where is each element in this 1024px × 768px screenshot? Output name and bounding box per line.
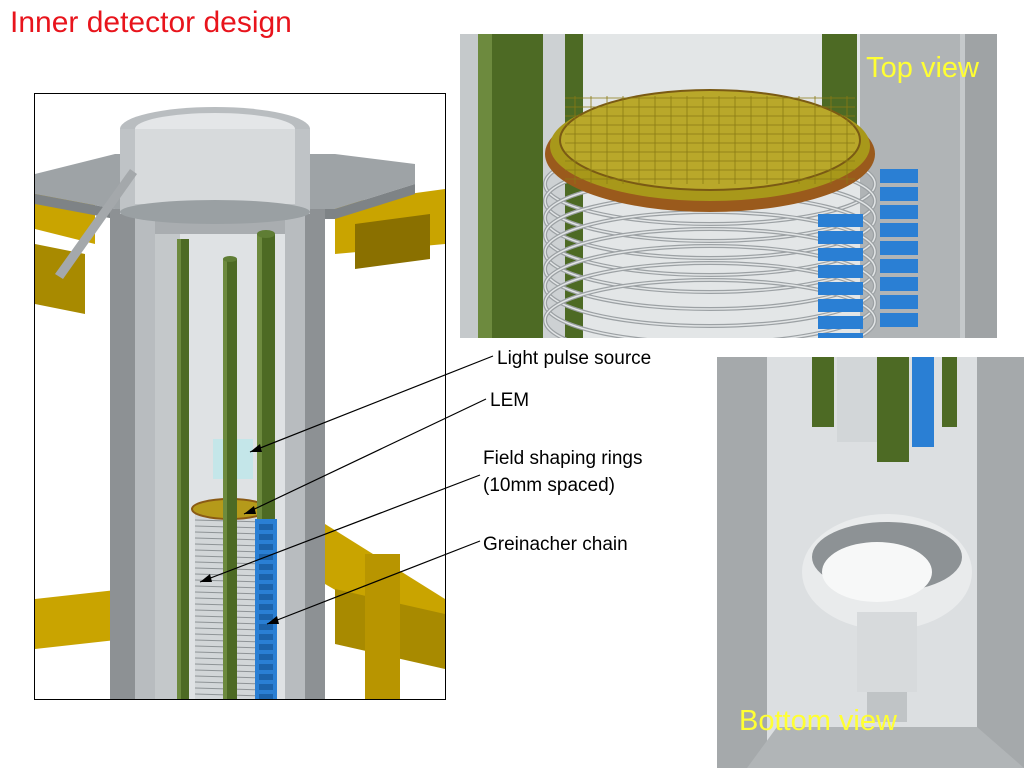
top-view-label: Top view xyxy=(866,52,979,84)
detector-cutaway-drawing xyxy=(35,107,445,699)
callout-field-shaping-rings: Field shaping rings (10mm spaced) xyxy=(483,445,642,499)
bottom-view-panel: Bottom view xyxy=(717,357,1024,768)
top-view-drawing xyxy=(460,34,997,338)
bottom-view-drawing xyxy=(717,357,1024,768)
callout-lem: LEM xyxy=(490,390,530,411)
top-view-panel: Top view xyxy=(460,34,997,338)
bottom-view-label: Bottom view xyxy=(739,705,897,737)
callout-greinacher-chain: Greinacher chain xyxy=(483,534,628,555)
callout-light-pulse-source: Light pulse source xyxy=(497,348,652,369)
page-title: Inner detector design xyxy=(10,6,292,39)
callout-field-shaping-line1: Field shaping rings xyxy=(483,448,643,469)
detector-cutaway-view xyxy=(34,93,446,700)
callout-field-shaping-line2: (10mm spaced) xyxy=(483,475,615,496)
